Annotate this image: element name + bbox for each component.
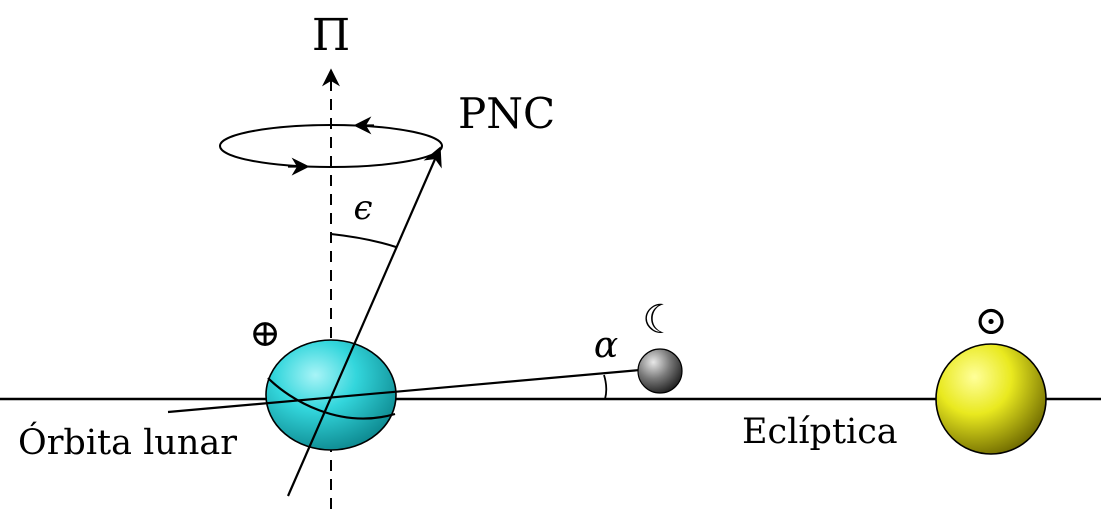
lunar-orbit-line	[167, 368, 641, 414]
earth-symbol: ⊕	[249, 311, 281, 355]
inclination-label: α	[594, 325, 618, 366]
rotation-axis	[286, 146, 442, 497]
sun	[935, 343, 1047, 455]
precession-ellipse	[219, 124, 443, 168]
obliquity-arc	[330, 233, 397, 248]
earth-equator	[267, 377, 396, 420]
obliquity-label: ϵ	[353, 188, 372, 228]
ecliptic-label: Eclíptica	[742, 412, 898, 452]
lunar-orbit-label: Órbita lunar	[18, 421, 237, 463]
pole-label: Π	[312, 10, 350, 61]
moon	[637, 348, 683, 394]
moon-symbol: ☾	[642, 297, 678, 343]
sun-symbol: ⊙	[974, 298, 1008, 344]
pnc-label: PNC	[458, 89, 555, 138]
inclination-arc	[603, 374, 608, 400]
